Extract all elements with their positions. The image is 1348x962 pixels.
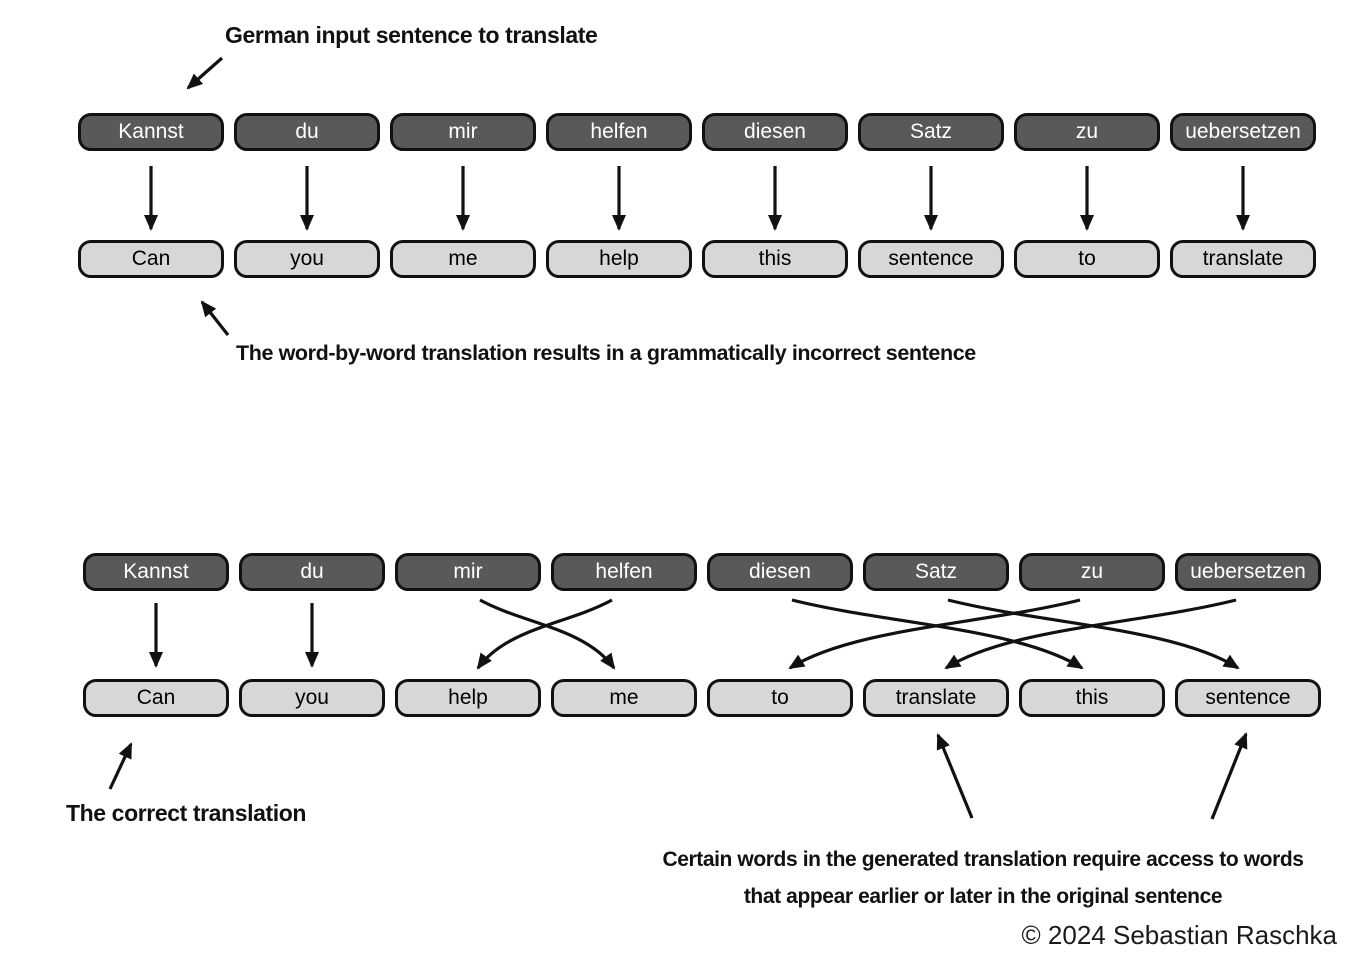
english-word-box: sentence [858,240,1004,278]
german-word-box: uebersetzen [1175,553,1321,591]
english-word-box: me [390,240,536,278]
annotation-arrow-incorrect [200,300,230,336]
english-word-box: help [395,679,541,717]
caption-attention-line2: that appear earlier or later in the orig… [743,885,1223,908]
english-word-box: translate [1170,240,1316,278]
english-word-box: help [546,240,692,278]
english-word-box: me [551,679,697,717]
copyright-notice: © 2024 Sebastian Raschka [1021,920,1337,950]
english-word-box: this [1019,679,1165,717]
word-mapping-arrow-crossed [791,598,1084,670]
german-word-box: helfen [546,113,692,151]
german-word-box: Kannst [83,553,229,591]
german-word-box: diesen [707,553,853,591]
word-mapping-arrow-crossed [788,598,1081,670]
caption-attention-note: Certain words in the generated translati… [610,841,1348,915]
german-word-box: Satz [863,553,1009,591]
english-word-box: you [239,679,385,717]
german-word-box: zu [1019,553,1165,591]
word-mapping-arrow-crossed [947,598,1240,670]
diagram2-word-arrows [149,598,1240,670]
english-word-box: Can [83,679,229,717]
annotation-arrow-attention-translate [936,733,974,819]
english-word-box: to [1014,240,1160,278]
label-german-input-sentence: German input sentence to translate [225,22,598,48]
german-word-box: du [234,113,380,151]
english-word-box: to [707,679,853,717]
english-word-box: translate [863,679,1009,717]
german-word-box: mir [390,113,536,151]
annotation-arrow-correct [108,742,133,790]
german-word-box: Kannst [78,113,224,151]
german-word-box: Satz [858,113,1004,151]
word-mapping-arrow-crossed [476,598,613,670]
english-word-box: sentence [1175,679,1321,717]
word-mapping-arrow-crossed [944,598,1237,670]
english-word-box: Can [78,240,224,278]
caption-attention-line1: Certain words in the generated translati… [662,848,1304,871]
english-word-box: this [702,240,848,278]
annotation-arrow-attention-sentence [1210,732,1248,820]
caption-correct-translation: The correct translation [66,800,307,826]
german-word-box: du [239,553,385,591]
english-word-box: you [234,240,380,278]
german-word-box: diesen [702,113,848,151]
annotation-arrow-german-input [186,56,224,90]
word-mapping-arrow-crossed [479,598,616,670]
german-word-box: mir [395,553,541,591]
german-word-box: zu [1014,113,1160,151]
diagram1-word-arrows [144,166,1250,231]
caption-word-by-word-incorrect: The word-by-word translation results in … [236,341,976,365]
german-word-box: helfen [551,553,697,591]
german-word-box: uebersetzen [1170,113,1316,151]
